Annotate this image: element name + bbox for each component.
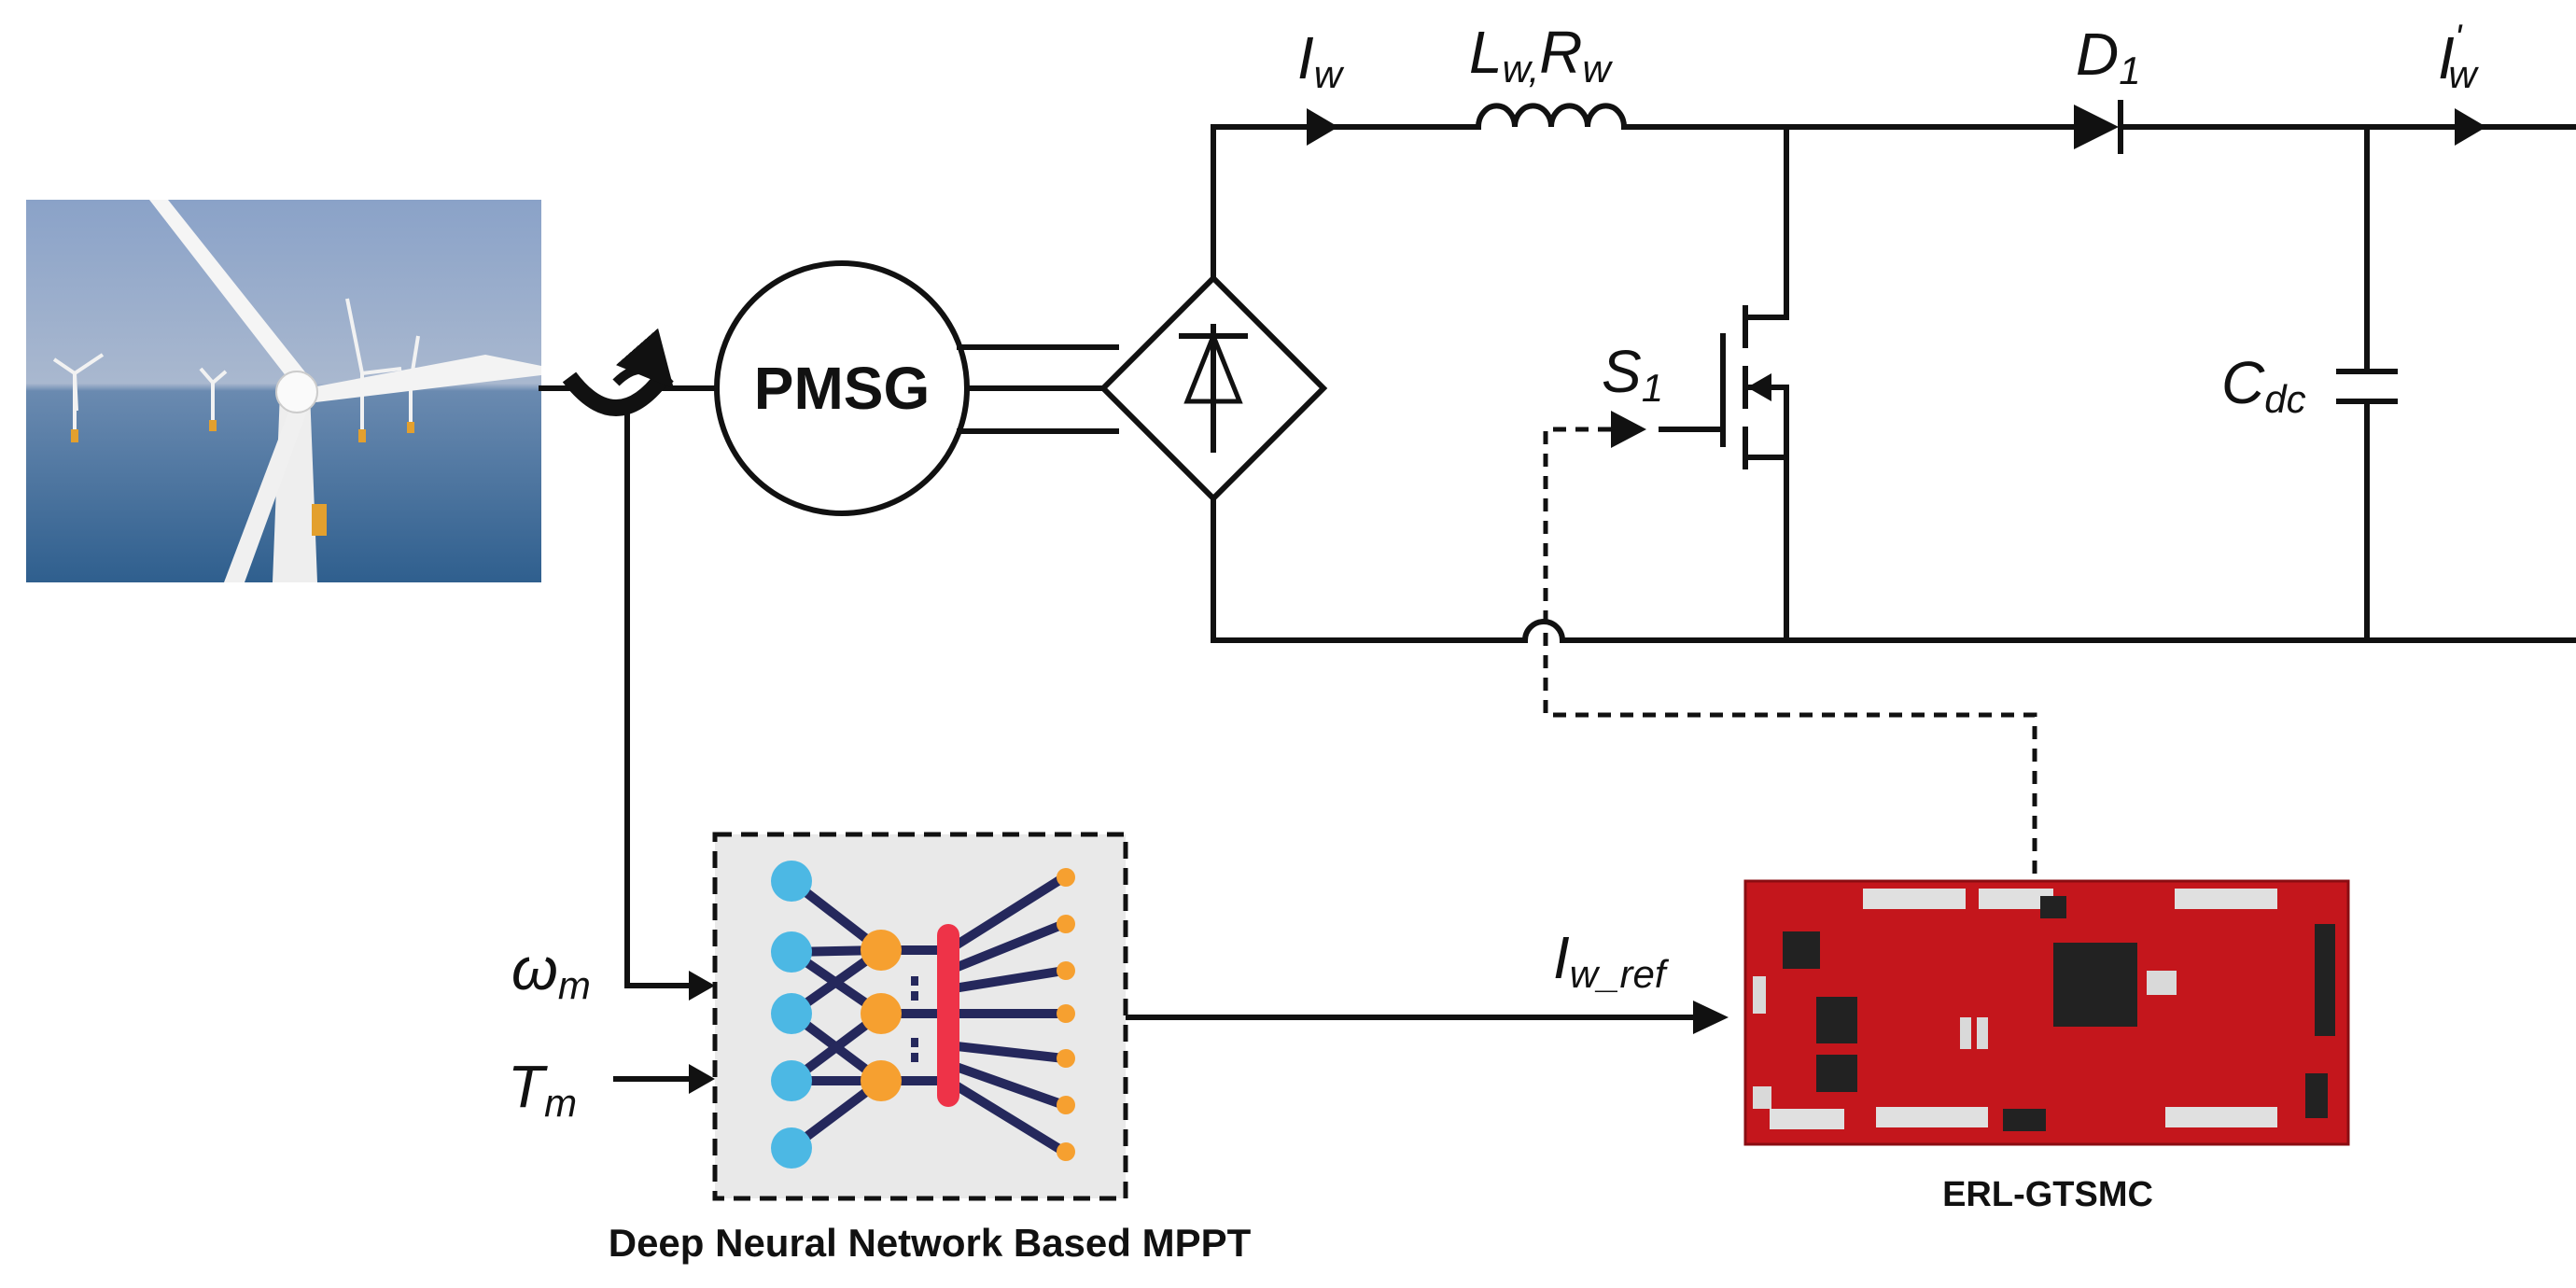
- label-current-in: Iw: [1297, 24, 1345, 96]
- label-torque: Tm: [508, 1053, 577, 1125]
- three-phase-lines: [957, 344, 1119, 434]
- diode-icon: [2074, 100, 2123, 154]
- label-capacitor: Cdc: [2221, 349, 2306, 421]
- capacitor-icon: [2336, 369, 2398, 404]
- label-diode: D1: [2076, 21, 2141, 92]
- mosfet-icon: [1659, 290, 1789, 479]
- current-arrow-out: [2455, 108, 2486, 146]
- inductor-icon: [1476, 103, 1627, 128]
- dc-bus: [1211, 124, 2576, 644]
- controller-caption: ERL-GTSMC: [1942, 1175, 2153, 1214]
- pmsg-label: PMSG: [754, 355, 930, 422]
- pmsg-generator: PMSG: [714, 260, 970, 516]
- label-omega: ωm: [511, 935, 591, 1007]
- reference-current-line: [1123, 1001, 1729, 1034]
- rectifier-icon: [1099, 273, 1328, 503]
- label-inductor: Lw,Rw: [1469, 19, 1614, 91]
- gate-arrow: [1611, 411, 1646, 448]
- label-reference-current: Iw_ref: [1553, 924, 1670, 996]
- mppt-caption: Deep Neural Network Based MPPT: [609, 1221, 1252, 1265]
- gate-signal-line: [1543, 427, 2037, 883]
- speed-feedback-line: [613, 408, 715, 1094]
- shaft-coupling: [539, 328, 718, 416]
- label-switch: S1: [1602, 338, 1663, 410]
- current-arrow-in: [1307, 108, 1338, 146]
- mppt-neural-network-box: [712, 832, 1128, 1201]
- label-current-out: I'w: [2438, 18, 2479, 96]
- launchpad-board-photo: [1743, 879, 2350, 1146]
- wind-turbine-photo: [26, 200, 541, 582]
